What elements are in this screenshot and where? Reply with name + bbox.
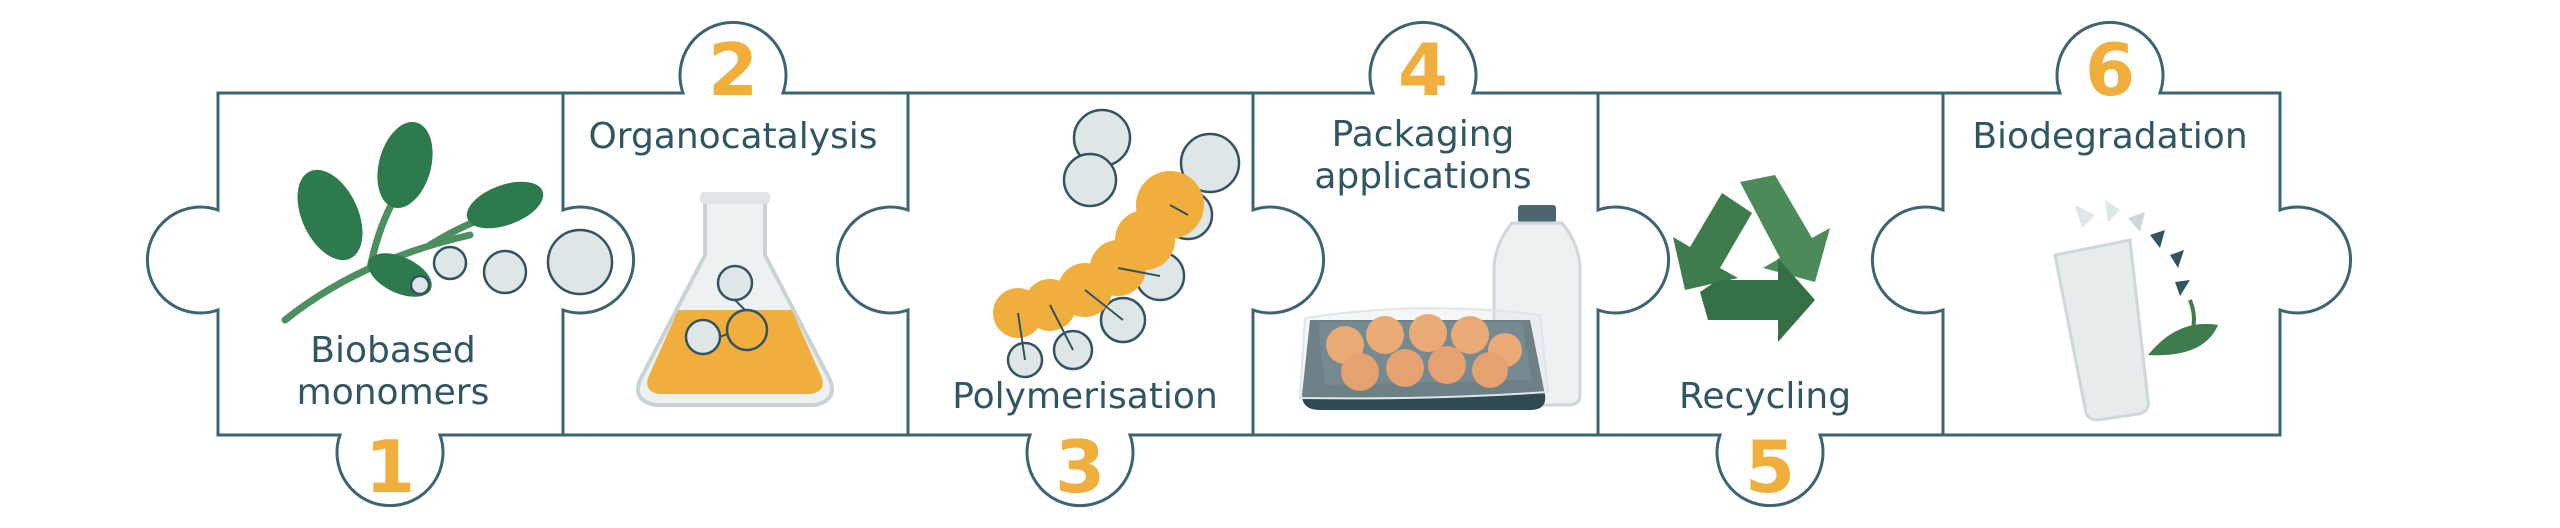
divider-5-6 — [1870, 93, 1945, 435]
step-number-2: 2 — [708, 28, 758, 112]
step-label-6: Biodegradation — [1972, 116, 2247, 157]
step-number-1: 1 — [365, 425, 415, 509]
step-number-6: 6 — [2085, 28, 2135, 112]
leaf-branch-icon — [281, 121, 614, 324]
divider-4-5 — [1596, 93, 1671, 435]
step-number-4: 4 — [1398, 28, 1448, 112]
packaging-icon — [1298, 205, 1582, 410]
step-label-4a: Packaging — [1332, 114, 1515, 155]
step-label-1a: Biobased — [310, 330, 475, 371]
step-label-4b: applications — [1314, 156, 1531, 197]
polymer-chain-icon — [993, 108, 1241, 379]
puzzle-outline — [145, 20, 2353, 508]
step-label-5: Recycling — [1679, 376, 1851, 417]
recycle-icon — [1673, 175, 1830, 342]
degrading-bottle-icon — [2053, 200, 2218, 422]
step-label-3: Polymerisation — [952, 376, 1218, 417]
flask-icon — [635, 192, 835, 407]
divider-2-3 — [835, 93, 910, 435]
step-label-1b: monomers — [297, 372, 490, 413]
step-number-3: 3 — [1055, 425, 1105, 509]
step-label-2: Organocatalysis — [588, 116, 877, 157]
step-number-5: 5 — [1745, 425, 1795, 509]
divider-1-2 — [561, 93, 636, 435]
divider-3-4 — [1251, 93, 1326, 435]
